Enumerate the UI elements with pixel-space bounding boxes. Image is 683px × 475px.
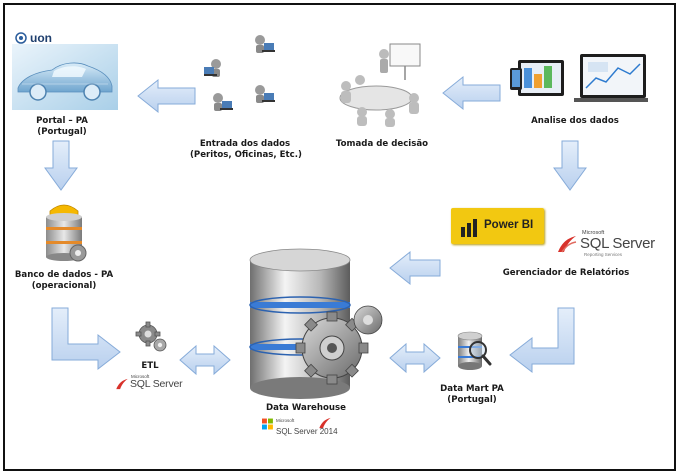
hard-hat-icon xyxy=(49,204,79,216)
dw-label: Data Warehouse xyxy=(256,403,356,414)
portal-label: Portal – PA (Portugal) xyxy=(30,116,94,137)
person-laptop-icon-3 xyxy=(255,85,275,103)
sql-server-icon xyxy=(116,378,128,390)
person-laptop-icon-4 xyxy=(213,93,233,111)
powerbi-text: Power BI xyxy=(484,219,534,231)
entrada-line2: (Peritos, Oficinas, Etc.) xyxy=(190,149,302,160)
arrow-dw-datamart-bidirectional xyxy=(389,342,441,374)
datamart-label: Data Mart PA (Portugal) xyxy=(430,384,514,405)
meeting-image xyxy=(332,36,430,128)
arrow-analise-down xyxy=(553,140,587,191)
sql-big-text: SQL Server xyxy=(580,235,655,252)
dw-line1: Data Warehouse xyxy=(266,403,346,413)
windows-icon xyxy=(262,418,273,430)
banco-line1: Banco de dados - PA xyxy=(14,270,114,280)
database-worker-image xyxy=(40,203,88,265)
sql-server-small-logo: Microsoft SQL Server xyxy=(115,374,185,396)
arrow-etl-dw-bidirectional xyxy=(179,344,231,376)
sql-big-sub: Reporting Services xyxy=(584,252,623,257)
analise-label: Analise dos dados xyxy=(530,116,620,127)
data-warehouse-image xyxy=(236,248,386,408)
sql-server-2014-logo: Microsoft SQL Server 2014 xyxy=(262,416,352,442)
gear-icon xyxy=(295,311,369,385)
analise-line1: Analise dos dados xyxy=(531,116,619,126)
person-laptop-icon-1 xyxy=(255,35,275,53)
people-laptops-image xyxy=(204,34,278,114)
portal-line1: Portal – PA xyxy=(36,116,88,126)
sql-small-ms: Microsoft xyxy=(131,374,150,379)
datamart-line1: Data Mart PA xyxy=(440,384,504,394)
sql-big-ms: Microsoft xyxy=(582,230,605,236)
uon-text: uon xyxy=(30,31,52,45)
sql-server-icon xyxy=(319,417,331,429)
sql-small-text: SQL Server xyxy=(130,378,183,390)
etl-line1: ETL xyxy=(141,361,159,371)
arrow-analise-to-tomada xyxy=(442,75,501,111)
entrada-line1: Entrada dos dados xyxy=(199,139,291,149)
devices-image xyxy=(510,54,648,110)
arrow-entrada-to-portal xyxy=(137,78,196,114)
portal-line2: (Portugal) xyxy=(37,126,87,137)
gerenciador-line1: Gerenciador de Relatórios xyxy=(502,268,630,278)
data-mart-image xyxy=(452,330,492,374)
gear-icon xyxy=(353,305,383,335)
datamart-line2: (Portugal) xyxy=(447,394,497,405)
sql-server-icon xyxy=(558,236,577,253)
sql-server-reporting-logo: Microsoft SQL Server Reporting Services xyxy=(556,230,664,260)
uon-logo: uon xyxy=(14,31,74,45)
arrow-reports-to-datamart xyxy=(509,307,575,374)
etl-gears-image xyxy=(135,320,169,354)
person-laptop-icon-2 xyxy=(204,59,221,77)
arrow-reports-to-dw xyxy=(389,250,441,286)
sql2014-ms: Microsoft xyxy=(276,418,295,423)
banco-label: Banco de dados - PA (operacional) xyxy=(14,270,114,291)
powerbi-logo: Power BI xyxy=(451,208,544,244)
tomada-line1: Tomada de decisão xyxy=(335,139,429,149)
arrow-portal-to-banco xyxy=(44,140,78,191)
tomada-label: Tomada de decisão xyxy=(332,139,432,150)
banco-line2: (operacional) xyxy=(31,280,97,291)
gerenciador-label: Gerenciador de Relatórios xyxy=(502,268,630,279)
etl-label: ETL xyxy=(130,361,170,372)
arrow-banco-to-etl xyxy=(51,307,121,371)
magnifier-icon xyxy=(469,341,492,366)
sql2014-text: SQL Server 2014 xyxy=(276,427,338,436)
car-image xyxy=(12,44,118,110)
entrada-label: Entrada dos dados (Peritos, Oficinas, Et… xyxy=(190,139,302,160)
presentation-board-icon xyxy=(389,43,421,67)
powerbi-icon xyxy=(461,219,477,237)
